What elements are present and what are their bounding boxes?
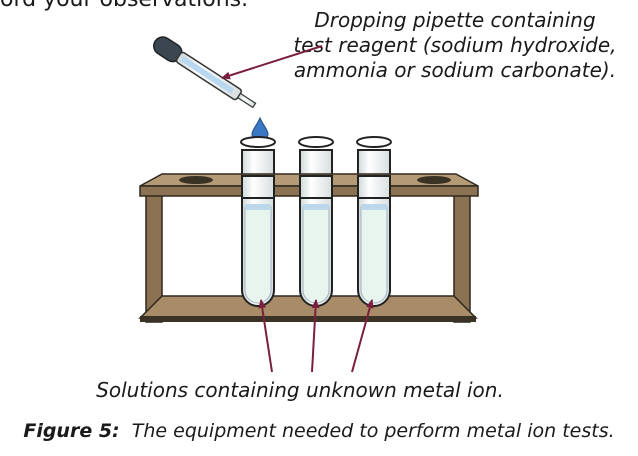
pipette-tip [236,92,257,109]
tube-3-solution [360,206,388,304]
empty-rack-hole-right [417,176,451,184]
pipette-label-line-3: ammonia or sodium carbonate). [293,58,617,82]
solution-arrows [258,299,374,373]
tube-2-solution [302,206,330,304]
solution-arrow-2 [311,299,320,373]
pipette-label-line-1: Dropping pipette containing [314,8,596,32]
figure-caption: Figure 5: The equipment needed to perfor… [0,420,638,442]
pipette-label: Dropping pipette containing test reagent… [290,8,620,83]
test-tube-rack [138,185,478,323]
solutions-label: Solutions containing unknown metal ion. [96,378,504,402]
figure-caption-text: The equipment needed to perform metal io… [131,420,615,442]
test-tube-1 [240,136,276,307]
top-text-fragment: ord your observations. [0,0,248,12]
test-tube-3 [356,136,392,307]
rack-base-edge [140,316,476,322]
empty-rack-hole-left [179,176,213,184]
tube-1-solution [244,206,272,304]
solution-arrow-1 [258,299,273,373]
solution-arrow-3 [351,299,374,373]
dropping-pipette [153,36,257,109]
test-tube-2 [298,136,334,307]
pipette-label-line-2: test reagent (sodium hydroxide, [293,33,617,57]
figure-number: Figure 5: [23,420,120,442]
pipette-arrow [221,45,323,80]
